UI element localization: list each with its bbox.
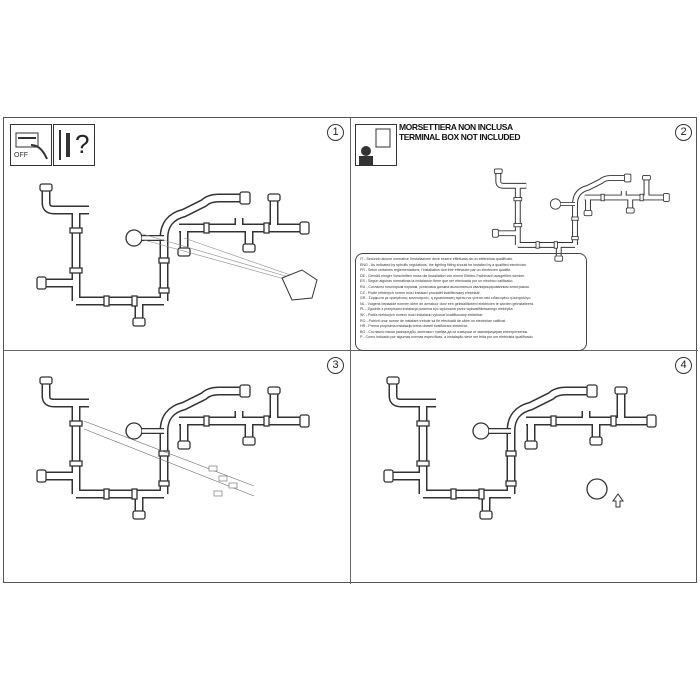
- terminal-box-header-it: MORSETTIERA NON INCLUSA: [399, 122, 513, 132]
- note-line: HR - Prema propisima instalaciju treba o…: [360, 324, 468, 329]
- switch-off-icon: OFF: [10, 124, 52, 166]
- screws-and-connectors: [83, 420, 255, 497]
- note-line: ES - Según algunas normativas la instala…: [360, 279, 514, 284]
- note-line: GR - Σύμφωνα με ορισμένους κανονισμούς, …: [360, 296, 532, 301]
- step-4-drawing: [351, 351, 698, 584]
- step-number: 3: [327, 357, 344, 374]
- note-line: SK - Podľa niektorých noriem musí inštal…: [360, 312, 484, 317]
- step-1-drawing: [4, 118, 318, 351]
- note-line: PL - Zgodnie z przepisami instalacja pow…: [360, 307, 514, 312]
- step-2-panel: MORSETTIERA NON INCLUSA TERMINAL BOX NOT…: [351, 118, 698, 351]
- bulb-icon: [586, 478, 608, 500]
- terminal-box-header-en: TERMINAL BOX NOT INCLUDED: [399, 132, 521, 142]
- step-3-drawing: [4, 351, 351, 584]
- installation-notes: IT - Secondo alcune normative l'installa…: [355, 253, 587, 351]
- hand-drill-icon: [281, 269, 318, 301]
- drill-lines: [138, 232, 300, 284]
- note-line: FR - Selon certaines réglementations, l'…: [360, 268, 512, 273]
- note-line: P - Como indicado por algumas normas esp…: [360, 335, 534, 340]
- arrow-up-icon: [612, 493, 624, 508]
- note-line: ENG - As indicated by specific regulatio…: [360, 262, 527, 267]
- step-3-panel: 3: [4, 351, 351, 584]
- note-line: BG - Съгласно някои разпоредби, монтажът…: [360, 329, 529, 334]
- question-mark: ?: [75, 129, 90, 159]
- off-label: OFF: [14, 152, 28, 159]
- instruction-sheet: OFF ? 1 MORSETTIERA NON INCLUSA TERMINAL…: [3, 117, 698, 584]
- note-line: RO - Potrivit unor norme de instalare tr…: [360, 318, 507, 323]
- step-number: 4: [675, 357, 692, 374]
- note-line: CZ - Podle některých norem musí instalac…: [360, 290, 481, 295]
- electrician-icon: [355, 124, 397, 166]
- note-line: NL - Volgens bepaalde normen dient de ar…: [360, 301, 535, 306]
- step-number: 2: [675, 124, 692, 141]
- note-line: DE - Gemäß einiger Vorschriften muss die…: [360, 273, 526, 278]
- screw-anchor-icon: ?: [53, 124, 95, 166]
- step-number: 1: [327, 124, 344, 141]
- step-4-panel: 4: [351, 351, 698, 584]
- note-line: RU - Согласно некоторым нормам, установк…: [360, 284, 530, 289]
- note-line: IT - Secondo alcune normative l'installa…: [360, 257, 513, 261]
- step-1-panel: OFF ? 1: [4, 118, 351, 351]
